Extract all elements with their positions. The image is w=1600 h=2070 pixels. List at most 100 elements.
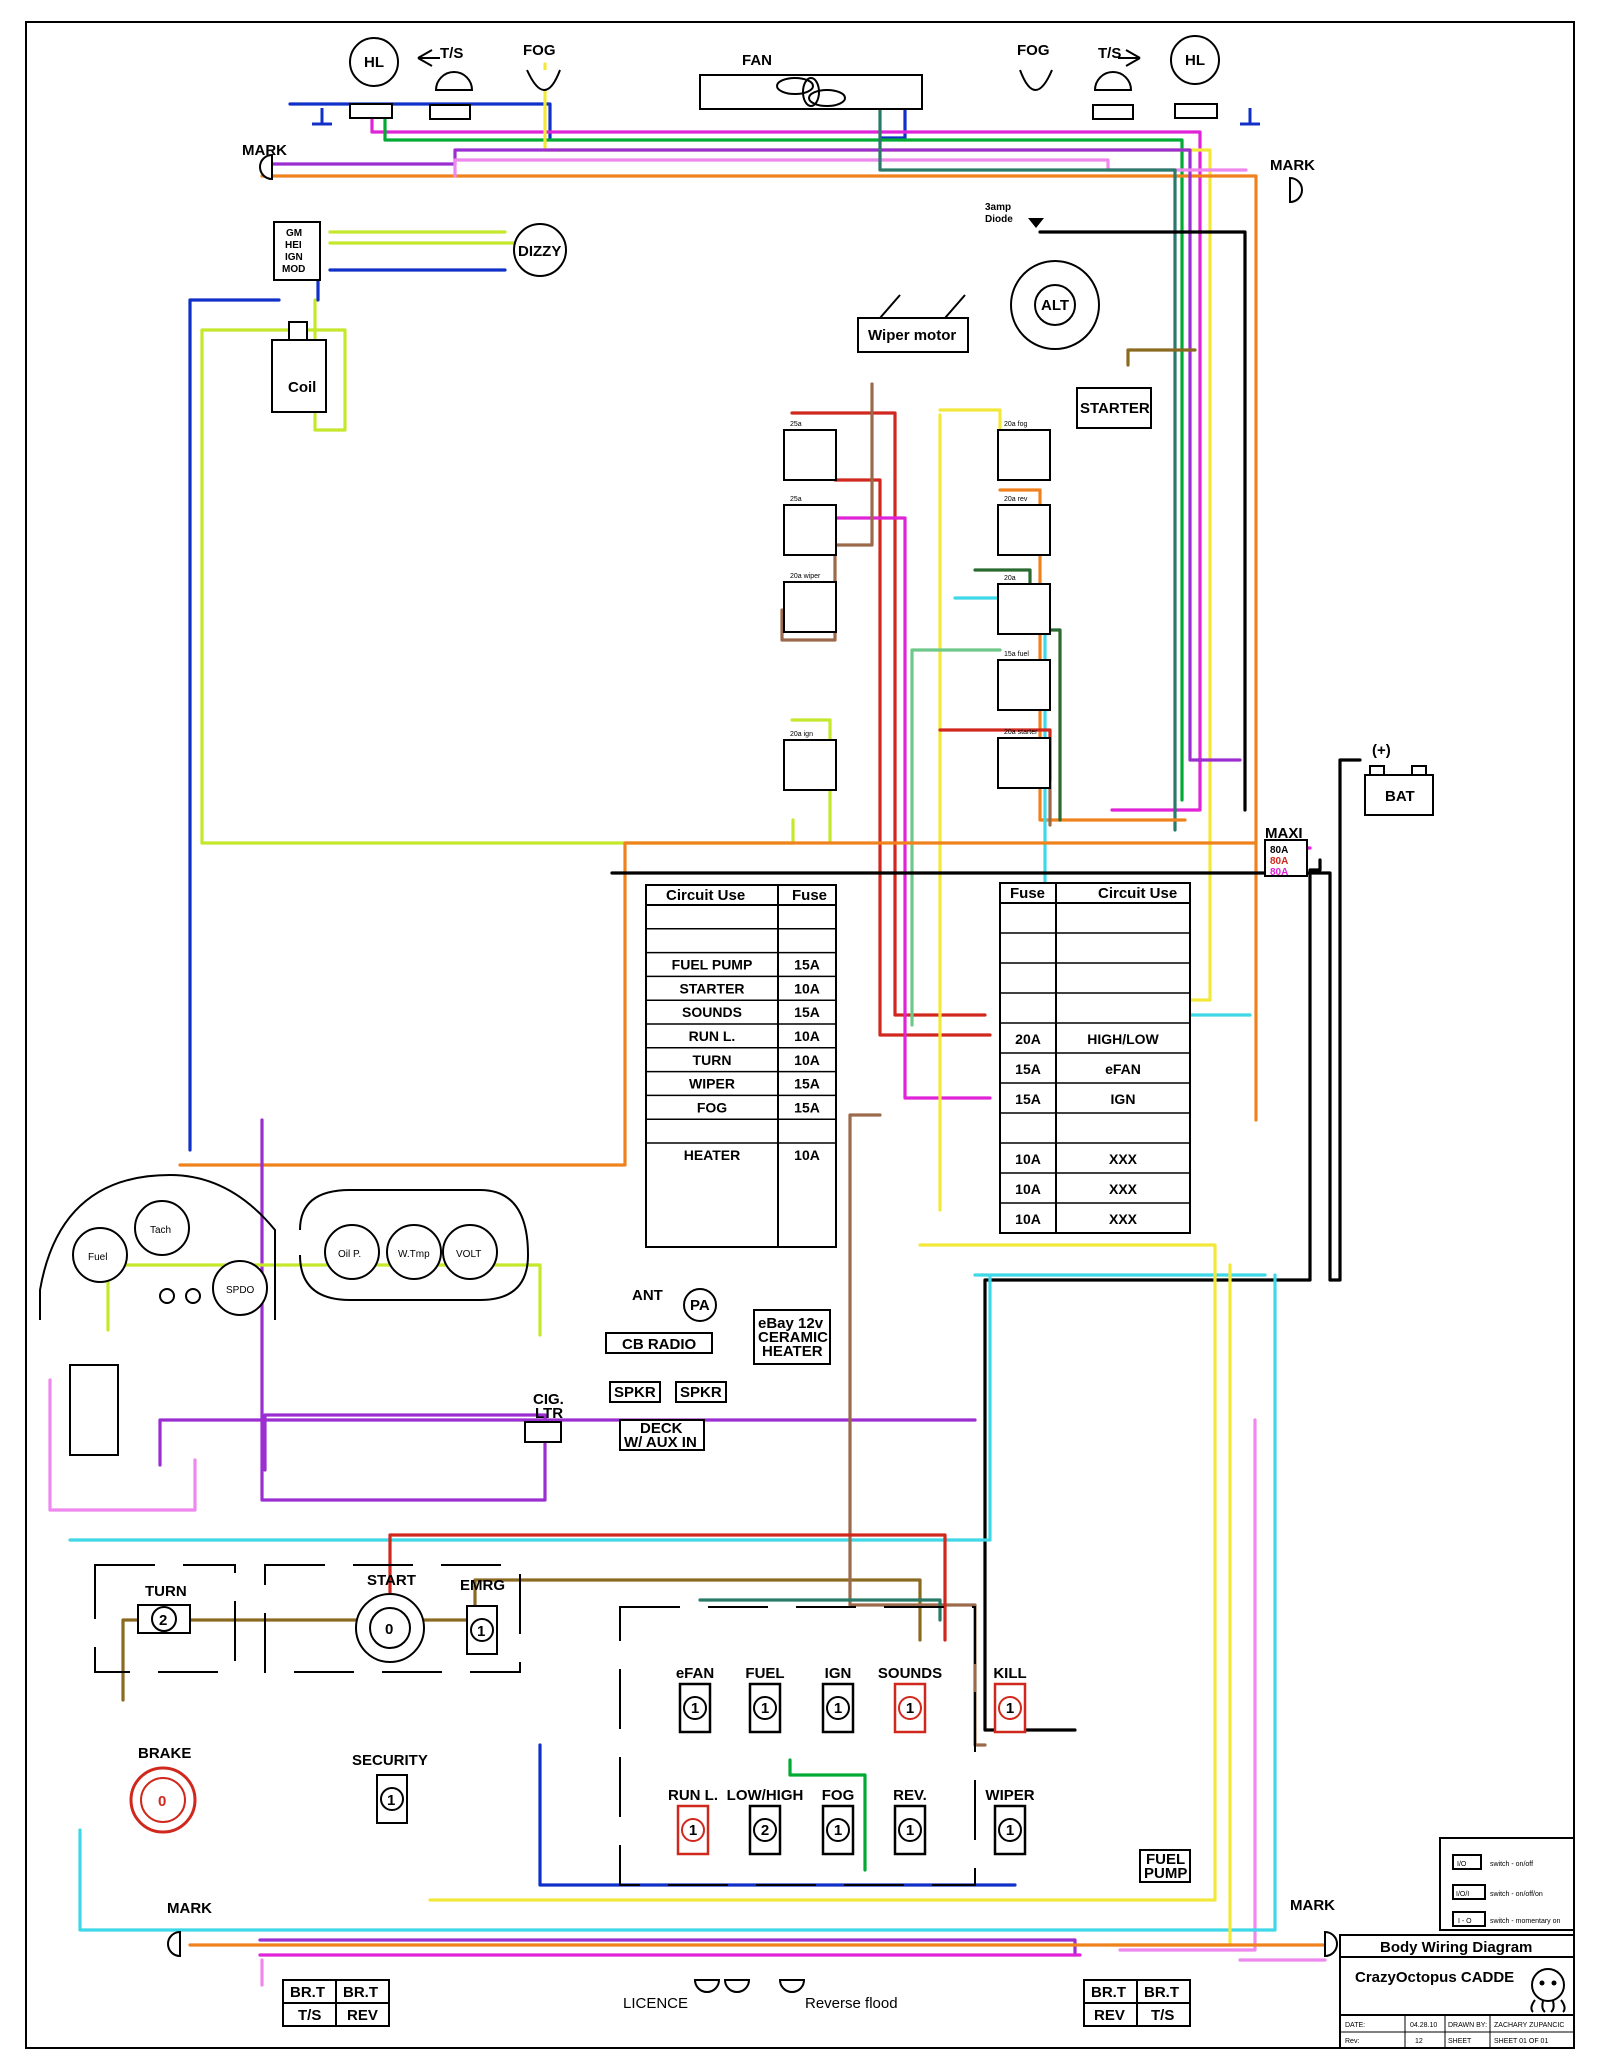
diode-icon bbox=[1028, 218, 1044, 228]
coil-label: Coil bbox=[288, 379, 316, 396]
fuse-right-use: eFAN bbox=[1105, 1061, 1141, 1077]
fuse-left-rating: 15A bbox=[794, 1076, 820, 1092]
fuse-left-rating: 10A bbox=[794, 1147, 820, 1163]
cig-line2: LTR bbox=[535, 1405, 563, 1422]
switch-number: 1 bbox=[906, 1700, 914, 1717]
maxi-fuse-2: 80A bbox=[1270, 856, 1288, 867]
security-switch-num: 1 bbox=[387, 1792, 395, 1809]
bat-label: BAT bbox=[1385, 788, 1415, 805]
deck-line2: W/ AUX IN bbox=[624, 1434, 697, 1451]
brake-label: BRAKE bbox=[138, 1745, 191, 1762]
fuse-left-rating: 10A bbox=[794, 1052, 820, 1068]
switch-number: 1 bbox=[1006, 1822, 1014, 1839]
tail-right-brt1: BR.T bbox=[1091, 1984, 1126, 2001]
rev-value: 12 bbox=[1415, 2038, 1423, 2045]
cb-radio bbox=[605, 1332, 713, 1354]
turn-switch-num: 2 bbox=[159, 1612, 167, 1629]
wires bbox=[48, 62, 1362, 1987]
relay bbox=[783, 429, 837, 481]
switch-number: 2 bbox=[761, 1822, 769, 1839]
fuse-left-use: TURN bbox=[693, 1052, 732, 1068]
maxi-label: MAXI bbox=[1265, 825, 1303, 842]
arrow-left-icon bbox=[417, 49, 440, 67]
fuse-left-rating: 15A bbox=[794, 1099, 820, 1115]
relay-right-1-label: 20a fog bbox=[1004, 421, 1027, 428]
emrg-switch-num: 1 bbox=[477, 1623, 485, 1640]
fuse-left-use: RUN L. bbox=[689, 1028, 736, 1044]
switch-label: RUN L. bbox=[668, 1787, 718, 1804]
gm-hei-line4: MOD bbox=[282, 264, 305, 275]
fuel-gauge-label: Fuel bbox=[88, 1252, 107, 1263]
engine-components: GM HEI IGN MOD DIZZY Coil 3amp Diode ALT… bbox=[271, 202, 1434, 878]
relay bbox=[997, 504, 1051, 556]
title-block-project: CrazyOctopus CADDE bbox=[1355, 1969, 1514, 1986]
fuse-left-rating: 15A bbox=[794, 1004, 820, 1020]
speedo-gauge-label: SPDO bbox=[226, 1285, 255, 1296]
switch-number: 1 bbox=[1006, 1700, 1014, 1717]
audio-components: ANT PA CB RADIO eBay 12v CERAMIC HEATER … bbox=[524, 1287, 1191, 1883]
relay-left-4-label: 20a ign bbox=[790, 731, 813, 738]
fuse-left-use: STARTER bbox=[679, 980, 744, 996]
fuse-left-use: SOUNDS bbox=[682, 1004, 742, 1020]
tail-left-brt2: BR.T bbox=[343, 1984, 378, 2001]
spkr-left-label: SPKR bbox=[614, 1384, 656, 1401]
headlight-left-label: HL bbox=[364, 54, 384, 71]
relay bbox=[997, 583, 1051, 635]
maxi-fuse-3: 80A bbox=[1270, 867, 1288, 878]
relays-left: 25a 25a 20a wiper 20a ign bbox=[783, 421, 837, 791]
fuse-right-use: IGN bbox=[1111, 1091, 1136, 1107]
switch-label: FOG bbox=[822, 1787, 855, 1804]
switch-number: 1 bbox=[834, 1700, 842, 1717]
flasher-unit bbox=[69, 1364, 119, 1456]
mark-br-label: MARK bbox=[1290, 1897, 1335, 1914]
cigarette-lighter bbox=[524, 1421, 562, 1443]
dizzy-label: DIZZY bbox=[518, 243, 561, 260]
emrg-label: EMRG bbox=[460, 1577, 505, 1594]
octopus-logo-icon bbox=[1530, 1968, 1566, 2013]
fuse-right-use: XXX bbox=[1109, 1151, 1138, 1167]
fuse-right-rating: 10A bbox=[1015, 1181, 1041, 1197]
tach-gauge-label: Tach bbox=[150, 1225, 171, 1236]
fuse-right-header-fuse: Fuse bbox=[1010, 885, 1045, 902]
ground-icon bbox=[1240, 108, 1260, 126]
date-value: 04.28.10 bbox=[1410, 2022, 1437, 2029]
security-label: SECURITY bbox=[352, 1752, 428, 1769]
tail-right-ts: T/S bbox=[1151, 2007, 1174, 2024]
fuse-left-header-use: Circuit Use bbox=[666, 887, 745, 904]
fuse-left-rating: 10A bbox=[794, 1028, 820, 1044]
turn-signal-left-label: T/S bbox=[440, 45, 463, 62]
date-label: DATE: bbox=[1345, 2022, 1365, 2029]
fuel-pump-line1: FUEL bbox=[1146, 1851, 1185, 1868]
legend-symbol-3: I - O bbox=[1458, 1918, 1472, 1925]
arrow-right-icon bbox=[1118, 49, 1141, 67]
legend: I/O switch - on/off I/O/I switch - on/of… bbox=[1439, 1837, 1575, 1931]
starter-motor bbox=[1076, 387, 1152, 429]
battery bbox=[1364, 774, 1434, 816]
alt-label: ALT bbox=[1041, 297, 1069, 314]
speedo-gauge bbox=[212, 1260, 268, 1316]
fuel-gauge bbox=[72, 1227, 128, 1283]
ant-label: ANT bbox=[632, 1287, 663, 1304]
relay-right-4-label: 15a fuel bbox=[1004, 651, 1029, 658]
marker-rear-left bbox=[167, 1930, 181, 1958]
speaker-left bbox=[609, 1381, 661, 1403]
fuse-right-header-use: Circuit Use bbox=[1098, 885, 1177, 902]
cb-radio-label: CB RADIO bbox=[622, 1336, 696, 1353]
relay bbox=[783, 739, 837, 791]
gm-hei-line3: IGN bbox=[285, 252, 303, 263]
brake-switch-num: 0 bbox=[158, 1793, 166, 1810]
headlight-right bbox=[1170, 35, 1220, 85]
volt-gauge-label: VOLT bbox=[456, 1249, 481, 1260]
electric-fan bbox=[699, 74, 923, 110]
mark-tr-label: MARK bbox=[1270, 157, 1315, 174]
fuse-right-rating: 15A bbox=[1015, 1091, 1041, 1107]
switch-label: SOUNDS bbox=[878, 1665, 942, 1682]
gauge-cluster: Fuel Tach SPDO Oil P. W.Tmp VOLT bbox=[39, 1173, 530, 1456]
relay bbox=[997, 659, 1051, 711]
marker-front-right bbox=[1289, 176, 1303, 204]
fuse-left-rating: 15A bbox=[794, 957, 820, 973]
